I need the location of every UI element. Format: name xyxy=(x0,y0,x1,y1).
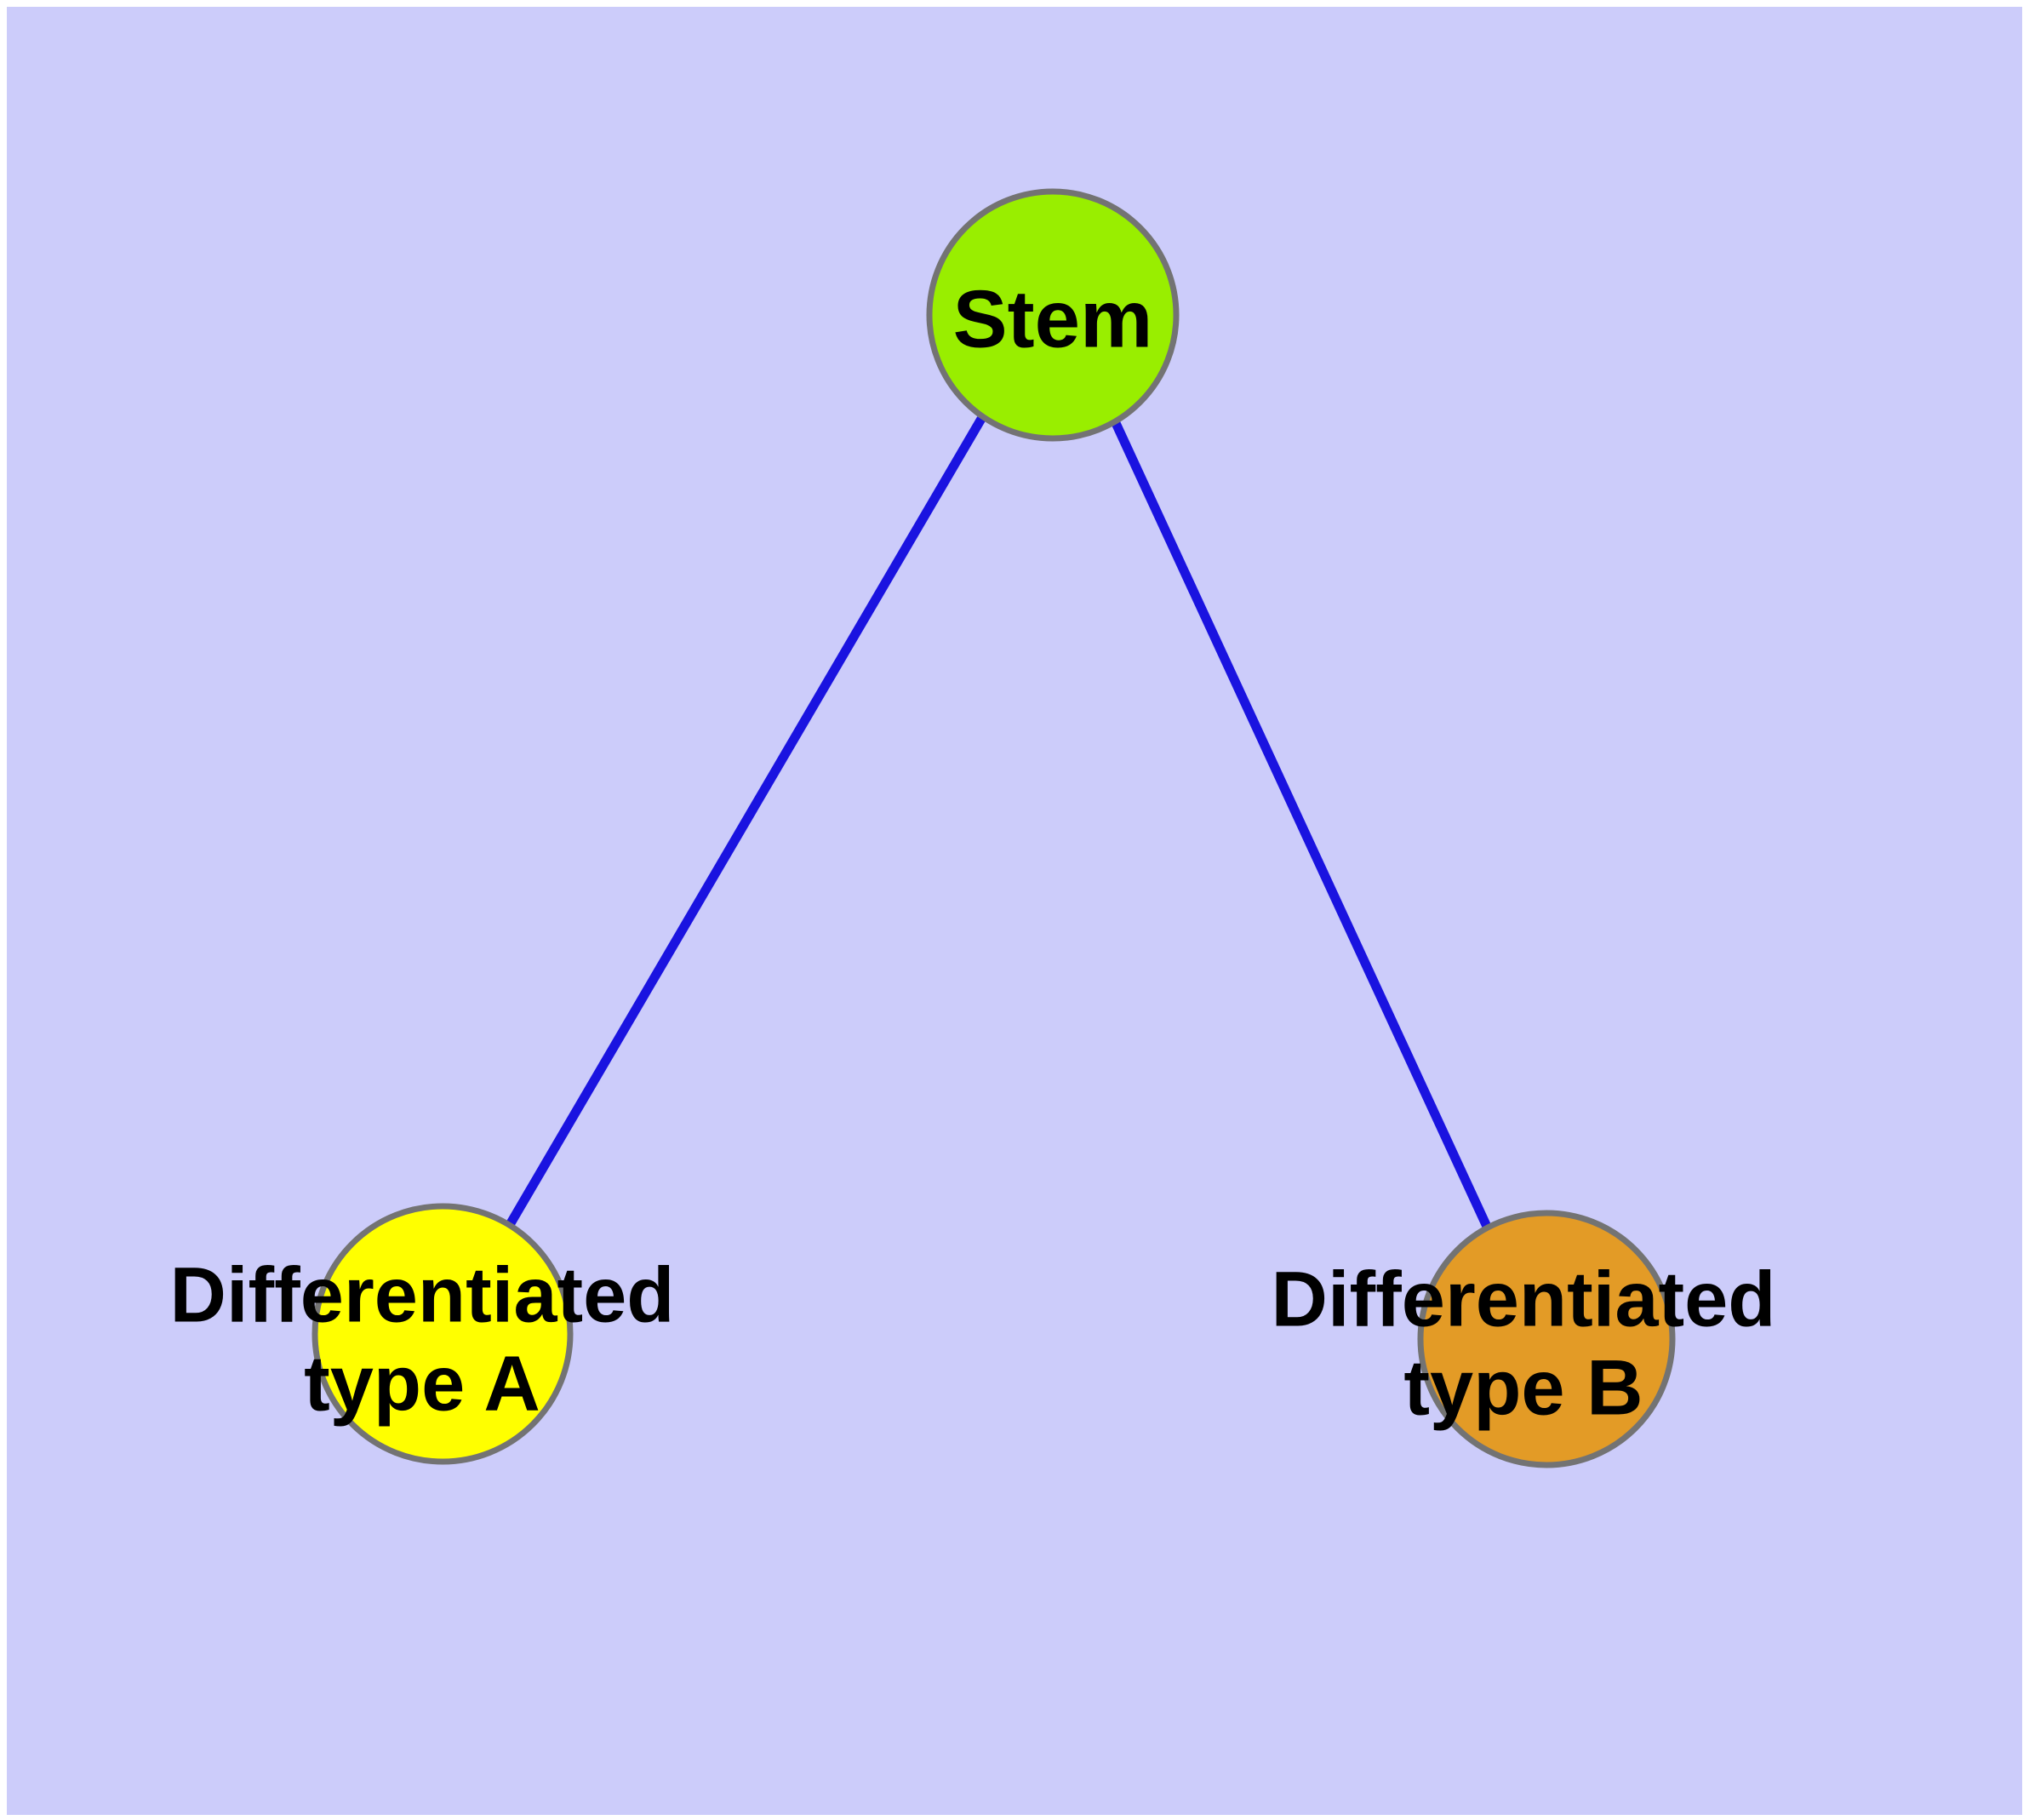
node-differentiated-type-b[interactable]: Differentiated type B xyxy=(1272,1210,1776,1468)
node-differentiated-type-a-label-line2: type A xyxy=(304,1340,540,1427)
node-differentiated-type-a[interactable]: Differentiated type A xyxy=(170,1203,675,1465)
node-differentiated-type-b-label-line2: type B xyxy=(1403,1344,1643,1431)
node-stem-circle[interactable] xyxy=(926,188,1180,442)
node-stem[interactable]: Stem xyxy=(926,188,1180,442)
edge-stem-to-differentiated-type-a[interactable] xyxy=(506,416,986,1226)
node-differentiated-type-a-label-line1: Differentiated xyxy=(170,1251,675,1338)
node-stem-label: Stem xyxy=(953,273,1153,364)
node-differentiated-type-a-circle[interactable] xyxy=(311,1203,574,1465)
edges-layer xyxy=(506,416,1492,1231)
nodes-layer: Stem Differentiated type A Differentiate… xyxy=(170,188,1776,1468)
node-differentiated-type-b-label-line1: Differentiated xyxy=(1272,1256,1776,1342)
edge-stem-to-differentiated-type-b[interactable] xyxy=(1112,421,1492,1231)
node-differentiated-type-b-circle[interactable] xyxy=(1417,1210,1676,1468)
